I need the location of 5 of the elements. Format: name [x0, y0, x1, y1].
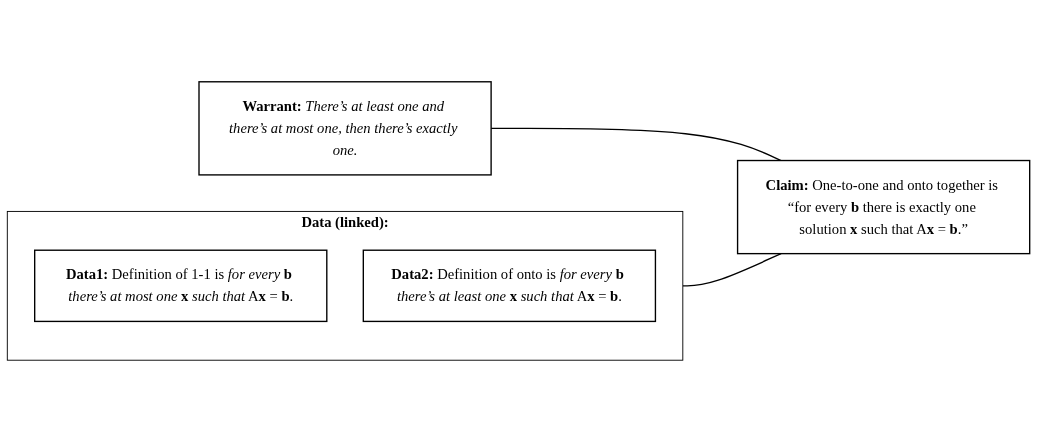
- node-box: Warrant: There’s at least one and there’s at most one, then there’s exactly one.: [198, 81, 492, 176]
- node-box: Data1: Definition of 1-1 is for every b there’s at most one x such that Ax = b.: [34, 249, 328, 323]
- node-box: Data2: Definition of onto is for every b there’s at least one x such that Ax = b.: [362, 249, 657, 323]
- node-box: Claim: One-to-one and onto together is “for every b there is exactly one solution x such that Ax = b.”: [736, 159, 1031, 255]
- connector: [682, 252, 782, 287]
